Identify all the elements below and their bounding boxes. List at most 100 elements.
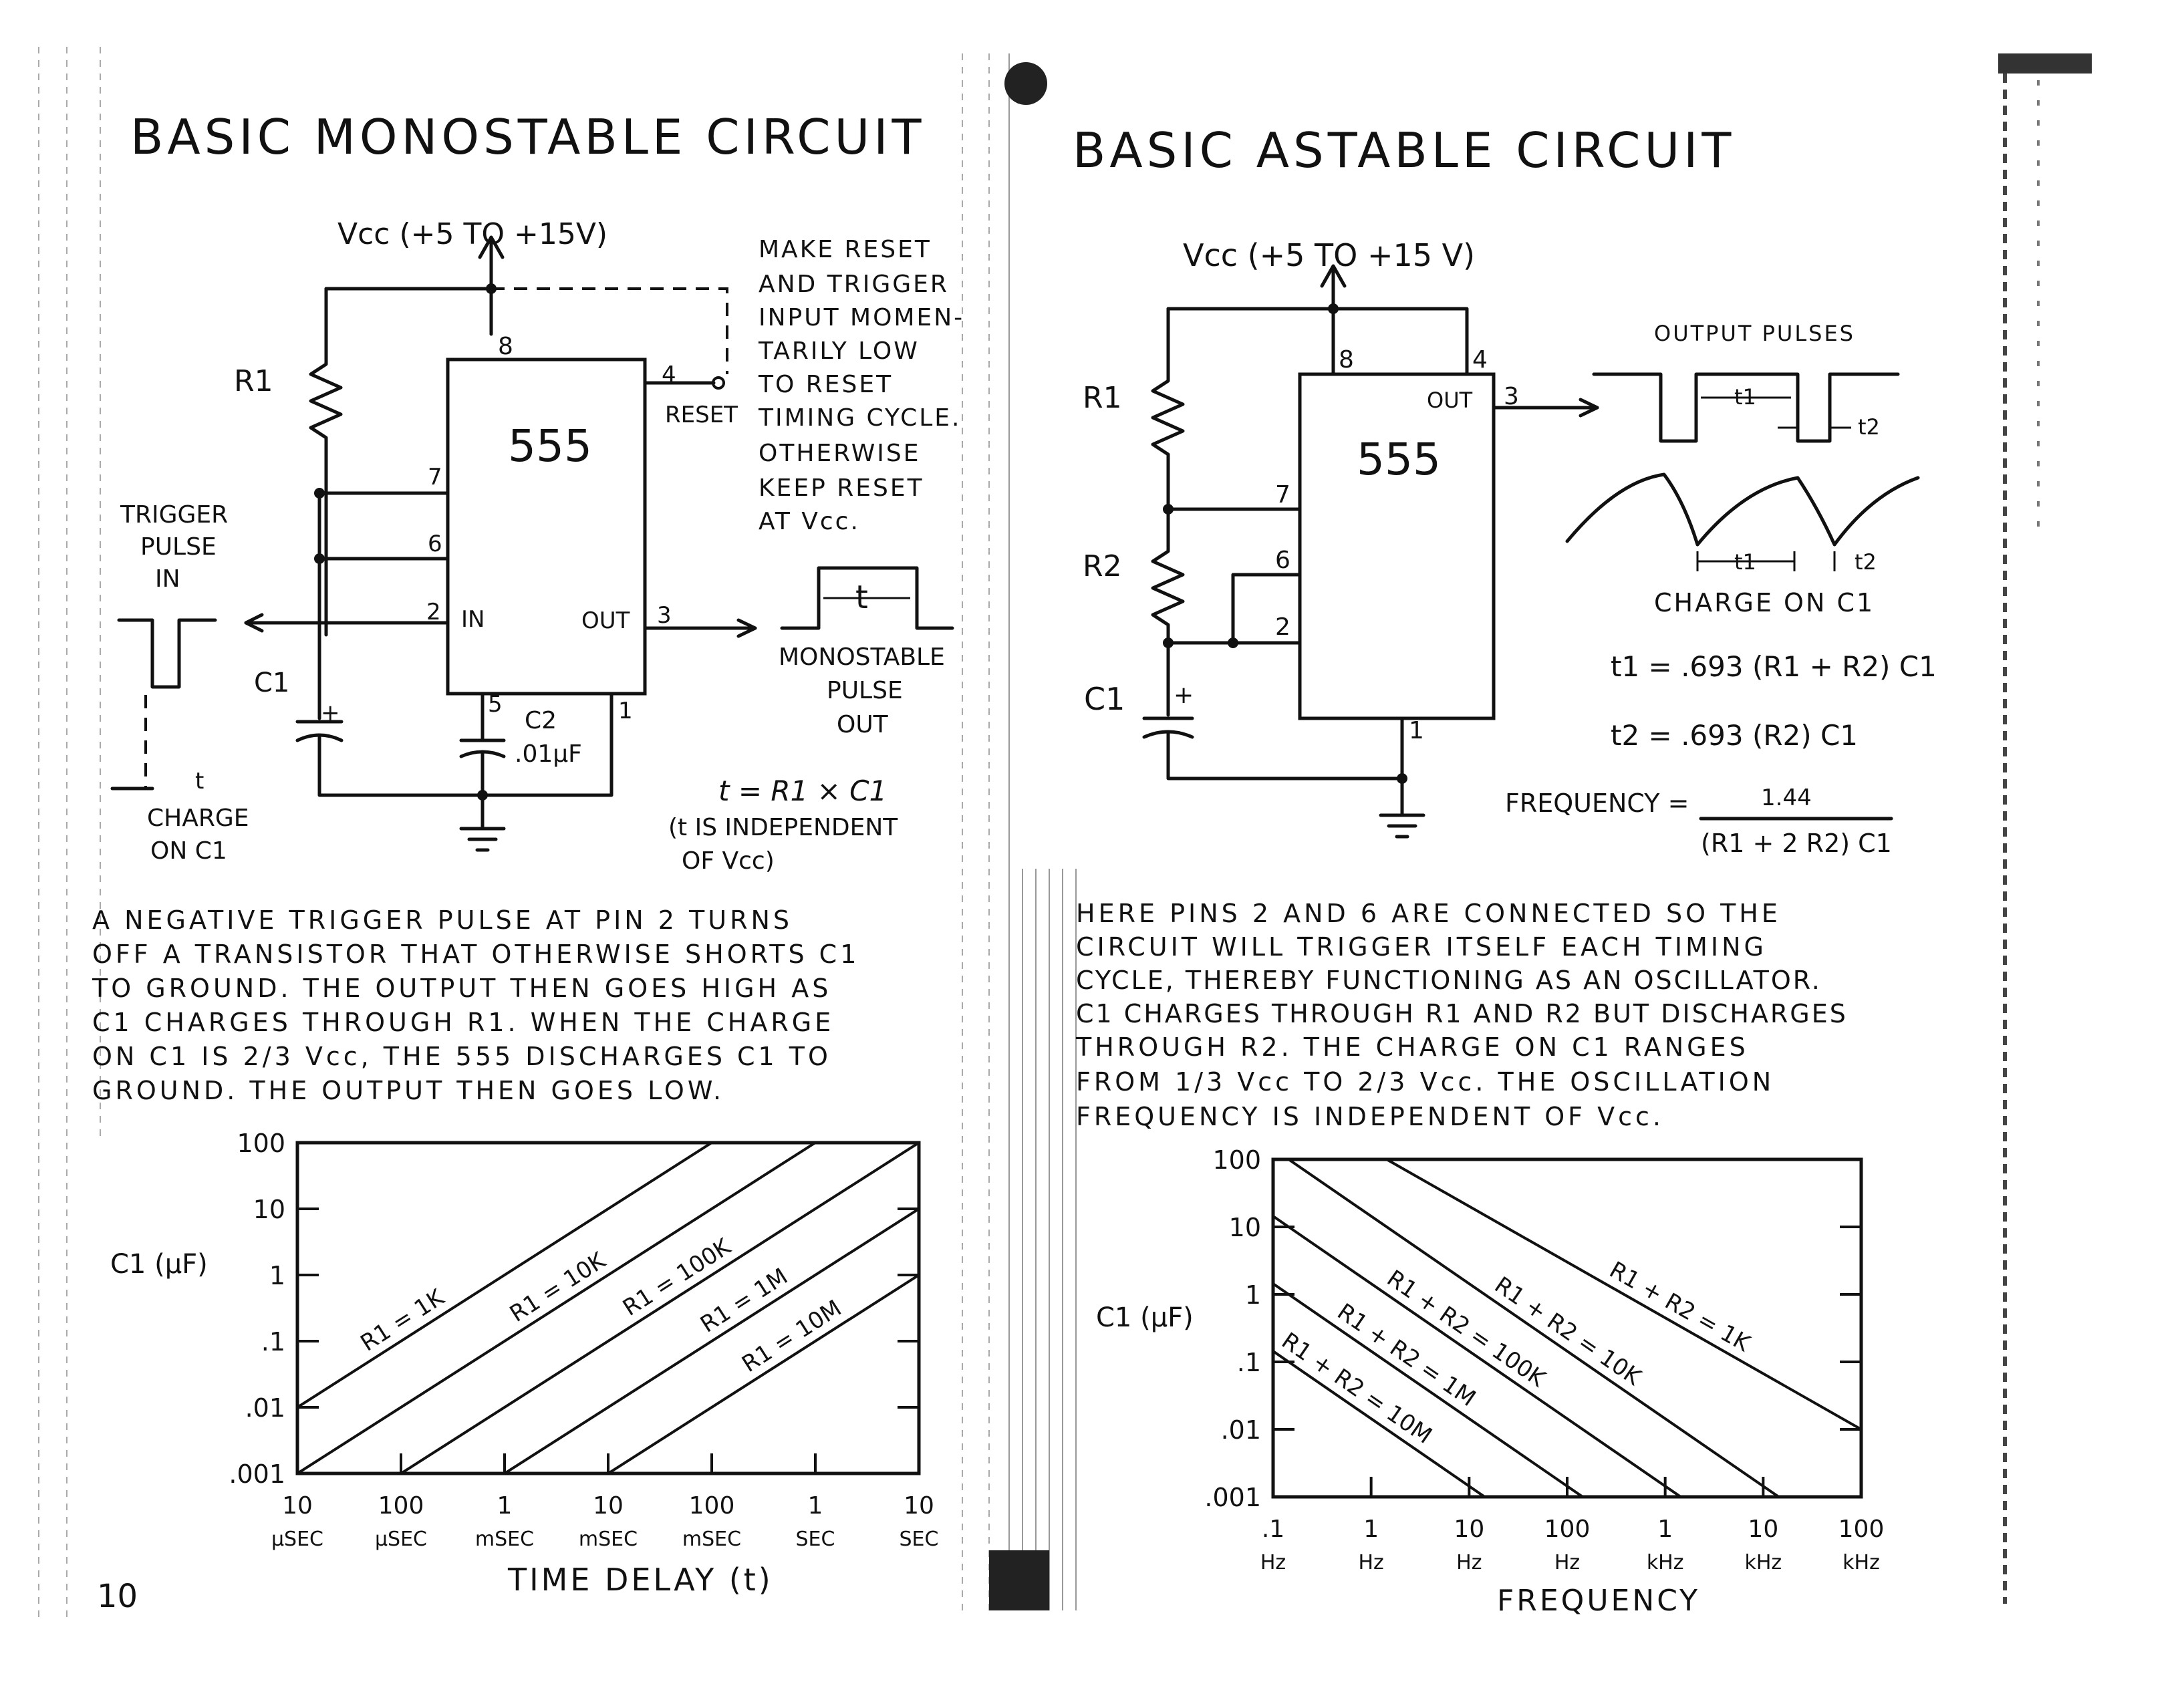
mono-vcc-label: Vcc (+5 TO +15V) [337,217,607,251]
mono-vcc-arrow [478,235,505,259]
astable-paragraph-line: CIRCUIT WILL TRIGGER ITSELF EACH TIMING [1076,932,1767,962]
chart1-series-line [1273,1282,1584,1497]
astable-pin3: 3 [1504,383,1519,410]
mono-paragraph-line: A NEGATIVE TRIGGER PULSE AT PIN 2 TURNS [92,905,793,935]
mono-paragraph-line: C1 CHARGES THROUGH R1. WHEN THE CHARGE [92,1008,834,1037]
mono-formula: t = R1 × C1 (t IS INDEPENDENT OF Vcc) [668,774,898,875]
mono-r1-resistor [309,287,343,637]
chart0-series-line [607,1274,919,1473]
chart0-xlabel: TIME DELAY (t) [507,1562,773,1598]
astable-paragraph-line: C1 CHARGES THROUGH R1 AND R2 BUT DISCHAR… [1076,999,1848,1028]
chart1-y-tick-label: .01 [1221,1415,1261,1445]
chart1-y-tick-label: 1 [1245,1280,1261,1310]
freq-denominator: (R1 + 2 R2) C1 [1701,829,1892,858]
astable-equations: t1 = .693 (R1 + R2) C1 t2 = .693 (R2) C1… [1505,650,1937,858]
mono-trigger-pulse: TRIGGER PULSE IN t CHARGE ON C1 [110,501,249,865]
mono-output-pulse: t MONOSTABLE PULSE OUT [779,566,954,738]
astable-vcc-label: Vcc (+5 TO +15 V) [1183,237,1475,273]
charge-on-c1-label: CHARGE ON C1 [1654,588,1875,617]
chart1-ylabel: C1 (µF) [1096,1302,1194,1333]
chart1-series-line [1273,1215,1682,1497]
chart0-ylabel: C1 (µF) [110,1249,208,1280]
mono-in-label: IN [461,606,485,633]
mono-note-line: TARILY LOW [758,337,920,365]
eq-t1: t1 = .693 (R1 + R2) C1 [1611,650,1937,683]
trigger-label-line: TRIGGER [120,501,228,529]
eq-t2: t2 = .693 (R2) C1 [1611,719,1858,752]
pulse-t-label: t [855,579,868,616]
astable-paragraph-line: FROM 1/3 Vcc TO 2/3 Vcc. THE OSCILLATION [1076,1067,1774,1097]
mono-555-label: 555 [508,420,592,472]
mono-note-line: AT Vcc. [759,508,860,535]
page-number: 10 [97,1578,138,1615]
charge-t-label: t [195,768,204,795]
freq-label: FREQUENCY = [1505,789,1689,818]
chart0-series-line [400,1143,919,1473]
charge-label-line: CHARGE [147,805,249,832]
mono-c2-value: .01µF [515,740,582,768]
mono-c1-label: C1 [254,668,289,698]
mono-formula-note: (t IS INDEPENDENT [668,814,898,841]
astable-title: BASIC ASTABLE CIRCUIT [1073,122,1735,178]
scan-right-edge [1998,53,2092,1604]
chart1-xlabel: FREQUENCY [1497,1584,1700,1618]
mono-pin8: 8 [498,333,513,360]
trigger-waveform [117,618,217,689]
freq-numerator: 1.44 [1761,785,1812,811]
pulse-label-line: OUT [837,711,889,738]
mono-reset-note: MAKE RESET AND TRIGGER INPUT MOMEN- TARI… [758,236,964,535]
astable-pin4: 4 [1472,346,1488,374]
chart1-series-line [1288,1159,1780,1497]
mono-c1-plus: + [321,700,340,726]
trigger-label-line: PULSE [140,533,217,561]
mono-note-line: OTHERWISE [759,440,921,467]
output-pulses-label: OUTPUT PULSES [1654,321,1855,346]
mono-paragraph: A NEGATIVE TRIGGER PULSE AT PIN 2 TURNS … [92,905,856,1105]
mono-pin3: 3 [657,602,672,629]
astable-paragraph: HERE PINS 2 AND 6 ARE CONNECTED SO THE C… [1075,899,1848,1131]
astable-pin1: 1 [1409,717,1424,744]
astable-c1-plus: + [1174,682,1194,709]
mono-r1-label: R1 [234,364,273,398]
astable-waveforms: OUTPUT PULSES t1 t2 t1 t2 CHARGE ON C1 [1565,321,1920,617]
astable-pin8: 8 [1339,346,1354,374]
chart0-y-tick-label: .001 [229,1459,285,1489]
mono-note-line: INPUT MOMEN- [759,304,964,331]
mono-paragraph-line: TO GROUND. THE OUTPUT THEN GOES HIGH AS [92,974,831,1003]
mono-pin1: 1 [618,698,633,724]
astable-c1-label: C1 [1084,681,1125,717]
chart0-series-line [297,1143,713,1409]
pulse-t2-label: t2 [1858,414,1880,440]
mono-formula-main: t = R1 × C1 [718,774,887,807]
astable-paragraph-line: CYCLE, THEREBY FUNCTIONING AS AN OSCILLA… [1076,966,1822,995]
chart1-y-tick-label: 100 [1212,1145,1261,1175]
astable-paragraph-line: HERE PINS 2 AND 6 ARE CONNECTED SO THE [1076,899,1781,928]
pulse-label-line: PULSE [827,677,903,704]
astable-555-label: 555 [1357,434,1441,485]
mono-formula-note: OF Vcc) [682,847,775,875]
scan-dark-patch [989,1550,1049,1610]
chart1-y-tick-label: .1 [1237,1348,1261,1377]
chart0-y-tick-label: 100 [237,1129,285,1158]
mono-paragraph-line: GROUND. THE OUTPUT THEN GOES LOW. [92,1076,724,1105]
chart0-y-tick-label: .01 [245,1393,285,1423]
mono-c2-label: C2 [525,707,557,734]
mono-note-line: MAKE RESET [759,236,932,263]
chart0-series-line [503,1208,919,1473]
output-pulse-wave [1592,372,1900,443]
chart0-y-tick-label: 10 [253,1195,285,1224]
astable-555-chip [1298,372,1496,720]
